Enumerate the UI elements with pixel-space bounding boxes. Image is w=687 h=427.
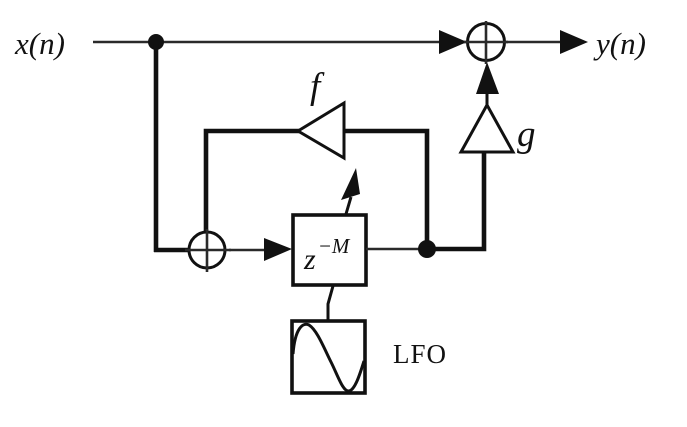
delay-block-label: z−M	[303, 234, 351, 276]
feedback-gain-triangle	[295, 100, 346, 161]
delay-mod-arrowhead	[341, 168, 360, 200]
lfo-connector-line	[326, 285, 335, 321]
delay-block	[291, 213, 368, 287]
lfo-block	[290, 319, 367, 395]
feedback-line-left	[203, 128, 300, 233]
arrowhead-into-delay	[264, 238, 292, 261]
lfo-sine-icon	[291, 322, 366, 393]
output-adder	[464, 21, 508, 64]
arrowhead-into-output-sum	[439, 30, 467, 54]
feedback-gain-label: f	[310, 66, 325, 107]
output-label: y(n)	[593, 26, 646, 61]
arrowhead-g-to-output-sum	[476, 62, 499, 94]
input-tap-dot	[148, 34, 164, 50]
delay-exponent-text: −M	[318, 234, 351, 258]
delay-mod-arrow-line	[344, 196, 353, 215]
delay-out-to-g-line	[427, 152, 487, 252]
direct-gain-triangle	[458, 101, 516, 154]
feedback-adder	[185, 229, 231, 272]
delay-base-text: z	[303, 243, 316, 276]
arrowhead-to-output	[560, 30, 588, 54]
direct-gain-label: g	[517, 114, 536, 155]
input-label: x(n)	[14, 26, 65, 61]
feedback-line-right	[343, 128, 430, 249]
lfo-label: LFO	[393, 339, 447, 369]
